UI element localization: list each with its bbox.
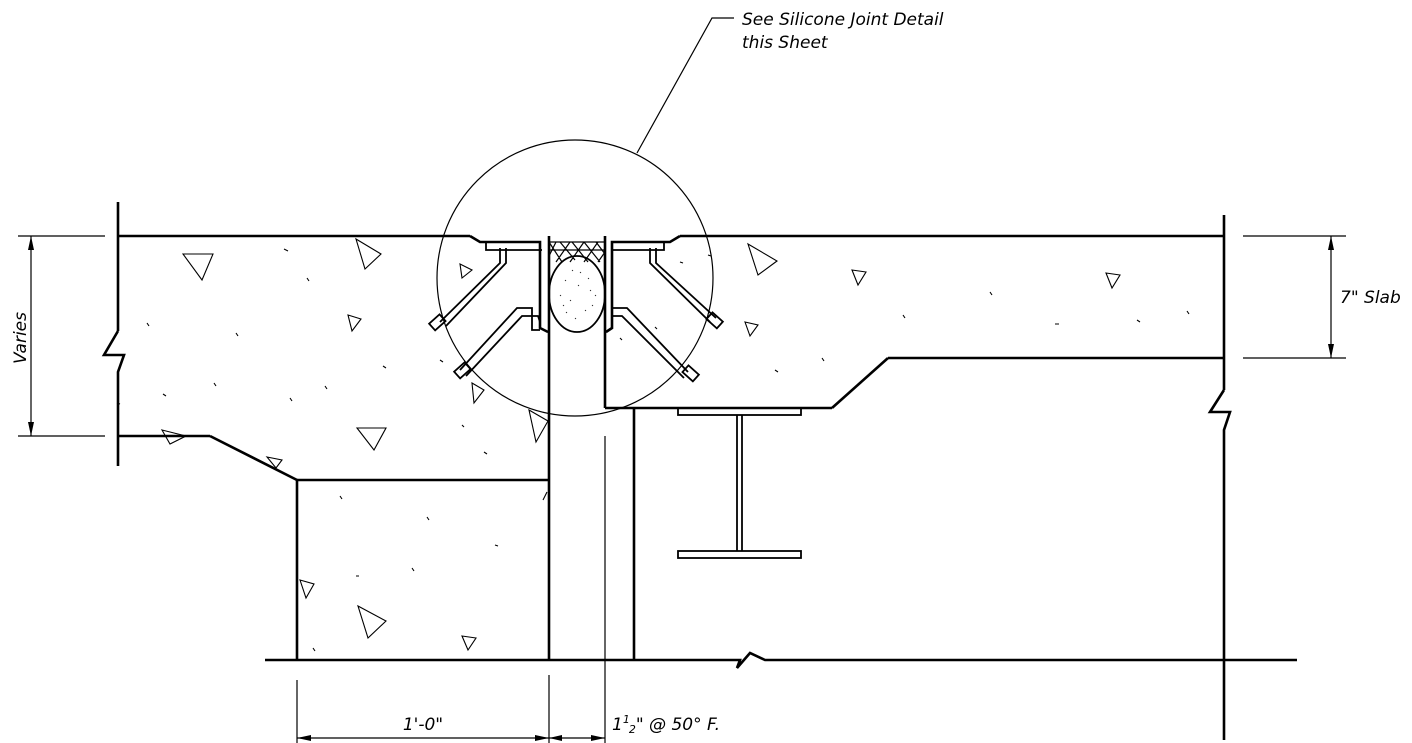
slab-thickness-dimension: 7" Slab (1243, 235, 1401, 359)
backer-rod (548, 255, 606, 333)
varies-label: Varies (11, 312, 31, 364)
steel-girder (677, 407, 802, 559)
detail-circle (436, 139, 714, 417)
width-label: 1'-0" (403, 715, 443, 735)
callout-leader (636, 17, 734, 154)
slab-thickness-label: 7" Slab (1340, 288, 1401, 308)
bottom-dimensions: 1'-0" 112" @ 50° F. (296, 436, 720, 743)
concrete-aggregate (116, 237, 1190, 652)
right-joint-armor (605, 234, 725, 383)
abutment-backwall (265, 480, 1297, 669)
silicone-seal (548, 241, 606, 333)
left-deck-slab (101, 202, 551, 660)
left-joint-armor (427, 234, 549, 380)
varies-dimension: Varies (11, 235, 105, 437)
callout-text-line1: See Silicone Joint Detail (742, 10, 944, 30)
callout-text-line2: this Sheet (742, 33, 829, 53)
right-deck-slab (603, 215, 1232, 740)
detail-callout: See Silicone Joint Detail this Sheet (436, 10, 944, 417)
gap-label: 112" @ 50° F. (612, 713, 720, 736)
